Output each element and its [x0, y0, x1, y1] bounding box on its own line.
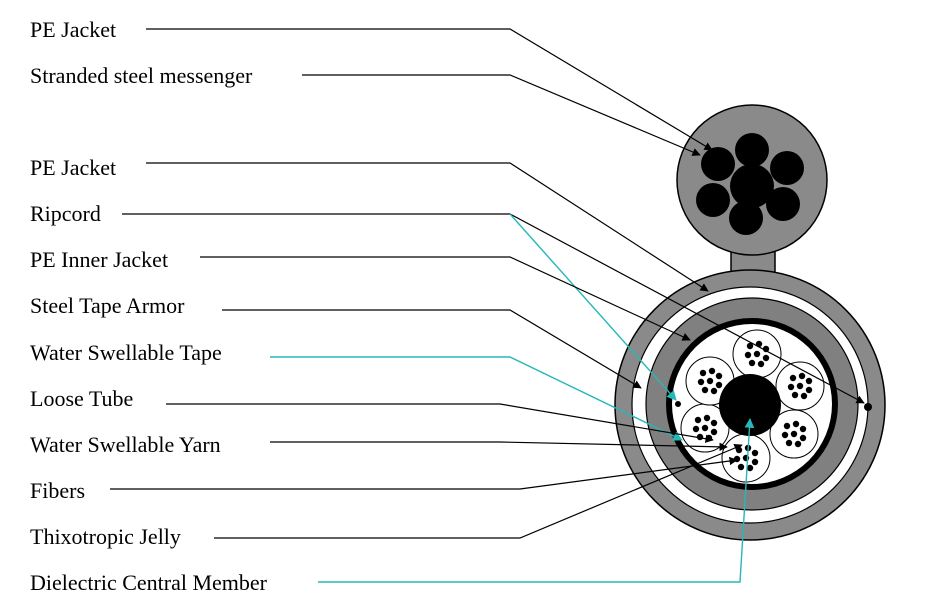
messenger-assembly — [676, 104, 828, 285]
fiber — [701, 386, 709, 394]
leader-steel-tape-armor — [222, 309, 642, 389]
fiber — [753, 350, 761, 358]
label-fibers: Fibers — [30, 478, 85, 503]
fiber — [710, 387, 718, 395]
fiber — [787, 383, 795, 391]
label-thixotropic-jelly: Thixotropic Jelly — [30, 524, 181, 549]
fiber — [762, 354, 770, 362]
fiber — [794, 440, 802, 448]
leader-thixotropic-jelly — [214, 444, 743, 539]
leader-water-swellable-tape — [270, 356, 683, 441]
leader-pe-jacket-top — [146, 28, 713, 151]
fiber — [751, 458, 759, 466]
label-dielectric-central-member: Dielectric Central Member — [30, 570, 268, 595]
fiber — [746, 342, 754, 350]
fiber — [783, 422, 791, 430]
fiber — [796, 382, 804, 390]
fiber — [800, 392, 808, 400]
fiber — [751, 449, 759, 457]
ripcord-dot — [864, 403, 872, 411]
fiber — [748, 359, 756, 367]
fiber — [792, 420, 800, 428]
leader-dielectric-central-member — [318, 418, 755, 583]
fiber — [789, 374, 797, 382]
steel-strand — [701, 147, 735, 181]
leader-fibers — [110, 456, 738, 490]
main-cable-assembly — [614, 269, 886, 541]
leader-water-swellable-yarn — [270, 441, 728, 452]
fiber — [762, 345, 770, 353]
fiber — [791, 391, 799, 399]
leader-pe-jacket — [146, 162, 709, 292]
fiber — [785, 439, 793, 447]
fiber — [703, 414, 711, 422]
label-ripcord: Ripcord — [30, 201, 101, 226]
leader-pe-inner-jacket — [200, 256, 691, 341]
label-water-swellable-tape: Water Swellable Tape — [30, 340, 222, 365]
fiber — [706, 377, 714, 385]
fiber — [697, 378, 705, 386]
steel-strand — [766, 187, 800, 221]
fiber — [715, 372, 723, 380]
label-loose-tube: Loose Tube — [30, 386, 133, 411]
fiber — [746, 464, 754, 472]
leader-stranded-steel-messenger — [302, 74, 701, 156]
leader-loose-tube — [166, 403, 714, 443]
fiber — [757, 360, 765, 368]
fiber — [694, 416, 702, 424]
steel-strand — [735, 133, 769, 167]
label-pe-jacket: PE Jacket — [30, 155, 116, 180]
fiber — [737, 463, 745, 471]
leader-ripcord-b — [509, 213, 677, 401]
fiber — [699, 369, 707, 377]
fiber — [710, 419, 718, 427]
fiber — [805, 377, 813, 385]
label-pe-jacket-top: PE Jacket — [30, 17, 116, 42]
fiber — [790, 430, 798, 438]
fiber — [708, 367, 716, 375]
label-stranded-steel-messenger: Stranded steel messenger — [30, 63, 253, 88]
steel-strand — [770, 151, 804, 185]
fiber — [798, 372, 806, 380]
fiber — [701, 424, 709, 432]
fiber — [799, 434, 807, 442]
label-steel-tape-armor: Steel Tape Armor — [30, 293, 185, 318]
dielectric-central-member — [719, 374, 781, 436]
label-water-swellable-yarn: Water Swellable Yarn — [30, 432, 221, 457]
fiber — [805, 386, 813, 394]
fiber — [781, 431, 789, 439]
steel-strand-center — [730, 164, 774, 208]
fiber — [733, 455, 741, 463]
fiber — [710, 428, 718, 436]
ripcord-dot — [675, 401, 681, 407]
steel-strand — [729, 201, 763, 235]
steel-strand — [696, 183, 730, 217]
fiber — [744, 351, 752, 359]
fiber — [799, 425, 807, 433]
fiber — [692, 425, 700, 433]
label-pe-inner-jacket: PE Inner Jacket — [30, 247, 168, 272]
fiber — [715, 381, 723, 389]
